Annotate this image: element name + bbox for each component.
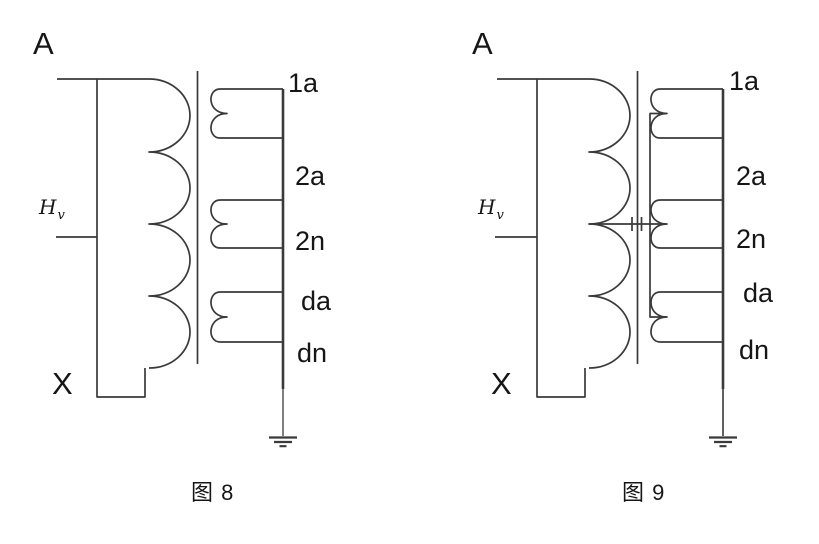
fig8-terminal-a-label: A [33, 26, 54, 61]
fig8-terminal-dn-label: dn [297, 338, 328, 368]
fig8-hv-subscript: v [57, 208, 65, 223]
fig8-primary-conductor [57, 78, 149, 398]
fig9-terminal-2a-label: 2a [736, 161, 767, 191]
fig8-terminal-1a-label: 1a [288, 68, 319, 98]
fig8-primary-winding-arcs [148, 78, 191, 369]
fig9-secondary-winding-3 [650, 291, 723, 343]
fig9-circuit [495, 71, 737, 448]
fig8-circuit [56, 71, 297, 448]
fig9-terminal-da-label: da [743, 278, 774, 308]
fig9-terminal-1a-label: 1a [729, 66, 760, 96]
fig9-caption: 图 9 [622, 480, 666, 505]
fig9-hv-label: Hv [478, 195, 504, 222]
fig9-secondary-winding-1 [650, 88, 723, 139]
fig9-terminal-2n-label: 2n [736, 224, 767, 254]
ground-icon [269, 436, 297, 448]
fig9-terminal-a-label: A [472, 26, 493, 61]
fig9-hv-main: H [478, 195, 496, 219]
fig9-primary-conductor [497, 78, 589, 398]
fig9-tap-bus [649, 112, 666, 318]
fig8-secondary-winding-1 [210, 88, 283, 139]
fig8-caption: 图 8 [191, 480, 235, 505]
ground-icon [709, 436, 737, 448]
fig8-terminal-da-label: da [301, 286, 332, 316]
fig8-secondary-winding-2 [210, 199, 283, 249]
fig9-secondary-winding-2 [650, 199, 723, 249]
fig8-terminal-2a-label: 2a [295, 161, 326, 191]
fig9-hv-subscript: v [496, 208, 504, 223]
fig9-tap-tick-marks [631, 217, 643, 231]
fig8-terminal-2n-label: 2n [295, 226, 326, 256]
fig8-hv-main: H [39, 195, 57, 219]
fig8-secondary-winding-3 [210, 291, 283, 343]
fig9-terminal-x-label: X [491, 366, 512, 401]
fig9-terminal-dn-label: dn [739, 335, 770, 365]
fig8-hv-label: Hv [39, 195, 65, 222]
fig8-terminal-x-label: X [52, 366, 73, 401]
